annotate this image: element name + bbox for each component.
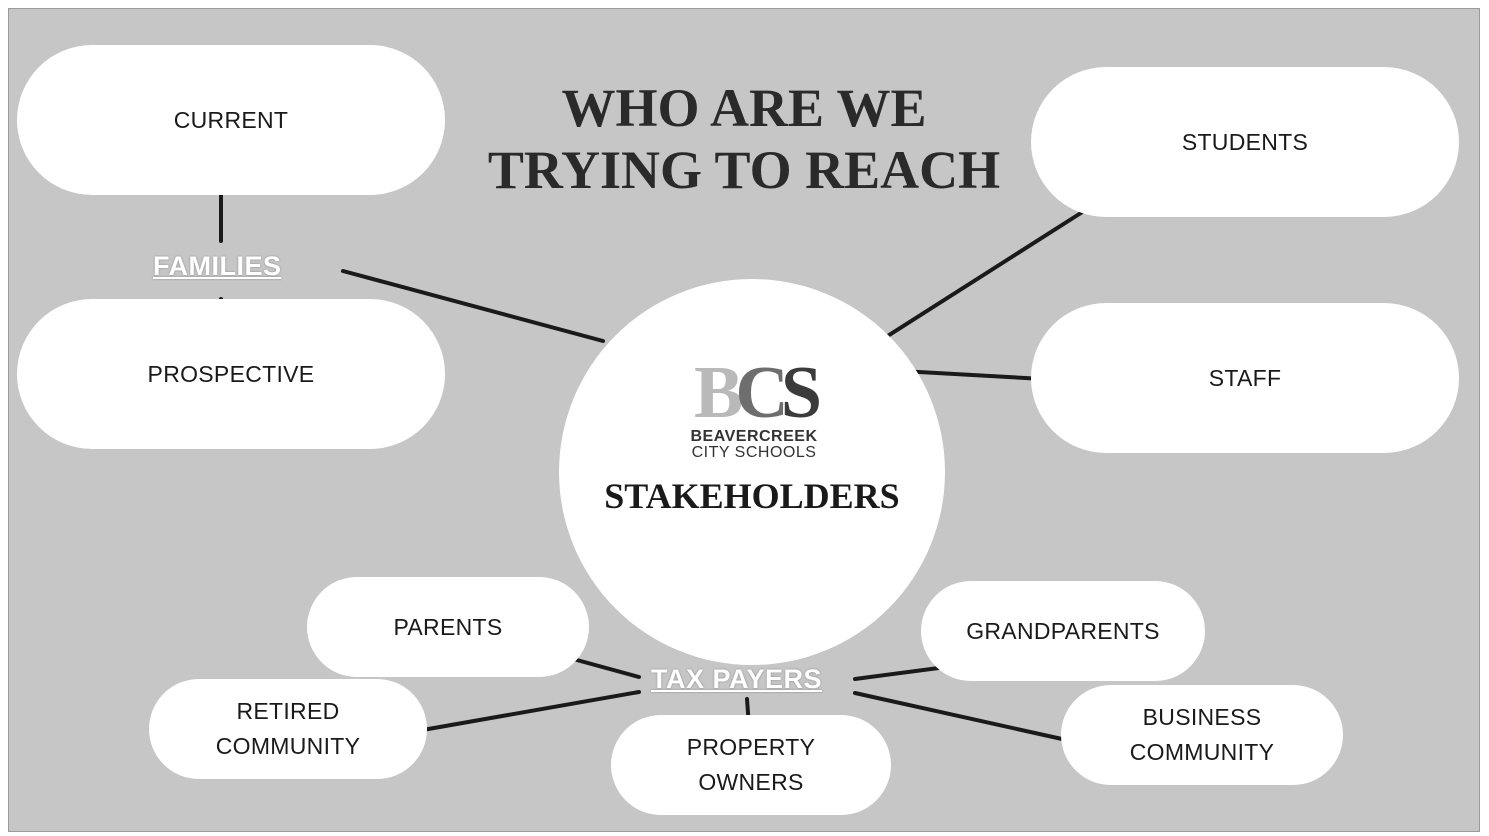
connector-students-hub [881, 202, 1097, 341]
beavercreek-logo: BCS BEAVERCREEK CITY SCHOOLS [679, 356, 829, 467]
diagram-title: WHO ARE WE TRYING TO REACH [449, 77, 1039, 201]
node-retired-community-line-2: COMMUNITY [215, 733, 361, 759]
title-line-2: TRYING TO REACH [487, 140, 1001, 200]
node-parents: PARENTS [307, 577, 589, 677]
logo-letter-s: S [780, 352, 822, 434]
node-staff: STAFF [1031, 303, 1459, 453]
logo-text-line-1: BEAVERCREEK [690, 428, 818, 445]
node-grandparents: GRANDPARENTS [921, 581, 1205, 681]
node-retired-community: RETIRED COMMUNITY [149, 679, 427, 779]
logo-letter-b: B [694, 352, 743, 434]
logo-monogram: BCS [679, 356, 829, 430]
node-current-label: CURRENT [173, 106, 289, 133]
title-line-1: WHO ARE WE [561, 78, 927, 138]
node-business-community-line-2: COMMUNITY [1129, 739, 1275, 765]
diagram-canvas: WHO ARE WE TRYING TO REACH CURRENT PROSP… [8, 8, 1480, 832]
node-prospective: PROSPECTIVE [17, 299, 445, 449]
connector-families-hub [341, 269, 605, 343]
node-current: CURRENT [17, 45, 445, 195]
node-business-community-line-1: BUSINESS [1142, 704, 1262, 730]
node-property-owners: PROPERTY OWNERS [611, 715, 891, 815]
node-property-owners-line-1: PROPERTY [686, 734, 816, 760]
node-prospective-label: PROSPECTIVE [147, 360, 315, 387]
node-retired-community-line-1: RETIRED [236, 698, 340, 724]
logo-letter-c: C [735, 352, 789, 434]
node-students: STUDENTS [1031, 67, 1459, 217]
group-label-taxpayers: TAX PAYERS [651, 664, 823, 694]
group-label-families: FAMILIES [153, 251, 282, 281]
connector-business-taxpayers [853, 691, 1073, 743]
node-staff-label: STAFF [1208, 364, 1282, 391]
logo-text-line-2: CITY SCHOOLS [691, 444, 817, 461]
connector-staff-hub [899, 369, 1045, 381]
node-students-label: STUDENTS [1181, 128, 1309, 155]
node-parents-label: PARENTS [393, 613, 503, 640]
connector-retired-taxpayers [415, 690, 641, 733]
stakeholders-hub: BCS BEAVERCREEK CITY SCHOOLS STAKEHOLDER… [559, 279, 945, 665]
node-property-owners-line-2: OWNERS [698, 769, 804, 795]
node-grandparents-label: GRANDPARENTS [966, 617, 1160, 644]
hub-label: STAKEHOLDERS [604, 476, 900, 516]
node-business-community: BUSINESS COMMUNITY [1061, 685, 1343, 785]
